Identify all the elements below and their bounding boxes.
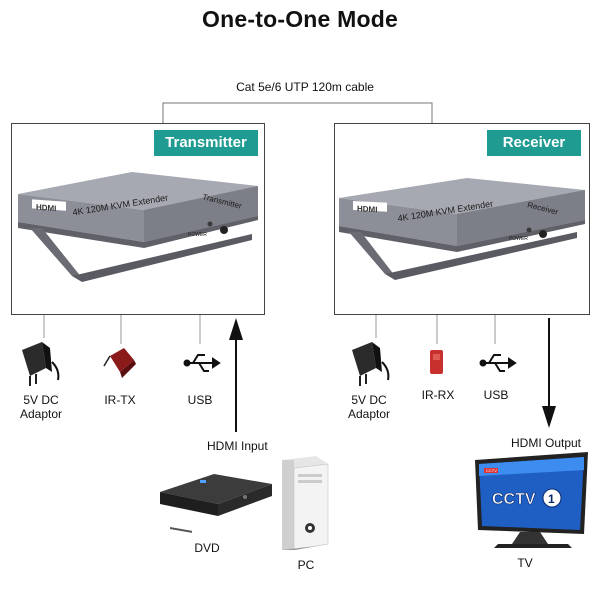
usb-icon: [183, 354, 221, 372]
hdmi-input-label: HDMI Input: [207, 439, 268, 453]
tx-power-adaptor-label: 5V DC Adaptor: [19, 393, 63, 421]
dvd-label: DVD: [194, 541, 220, 555]
receiver-device-icon: HDMI: [339, 178, 585, 280]
rx-usb-label: USB: [483, 388, 509, 402]
power-adaptor-icon: [352, 342, 390, 386]
ir-rx-icon: [430, 350, 443, 374]
usb-icon: [479, 354, 517, 372]
svg-text:HDMI: HDMI: [357, 204, 377, 214]
dvd-player-icon: [160, 474, 272, 533]
transmitter-power-text: POWER: [188, 232, 207, 238]
transmitter-panel: Transmitter HDMI 4K 120M KVM Extender Tr…: [11, 123, 265, 315]
hdmi-output-label: HDMI Output: [511, 436, 582, 450]
power-adaptor-icon: [22, 342, 60, 386]
tx-ir-label: IR-TX: [104, 393, 136, 407]
tx-usb-label: USB: [187, 393, 213, 407]
transmitter-tag: Transmitter: [154, 130, 258, 156]
transmitter-device-icon: HDMI: [18, 172, 258, 282]
pc-label: PC: [297, 558, 315, 572]
svg-text:1: 1: [548, 492, 555, 506]
receiver-power-text: POWER: [509, 236, 528, 242]
diagram-title: One-to-One Mode: [202, 6, 398, 32]
pc-tower-icon: [282, 456, 329, 551]
cable-label: Cat 5e/6 UTP 120m cable: [236, 80, 374, 94]
receiver-panel: Receiver HDMI 4K 120M KVM Extender Recei…: [334, 123, 590, 315]
receiver-tag: Receiver: [487, 130, 581, 156]
tv-label: TV: [517, 556, 533, 570]
rx-ir-label: IR-RX: [421, 388, 455, 402]
rx-power-adaptor-label: 5V DC Adaptor: [347, 393, 391, 421]
svg-text:HDMI: HDMI: [36, 203, 56, 213]
svg-text:CCTV: CCTV: [486, 468, 497, 473]
ir-tx-icon: [103, 348, 136, 378]
svg-text:CCTV: CCTV: [492, 491, 536, 508]
